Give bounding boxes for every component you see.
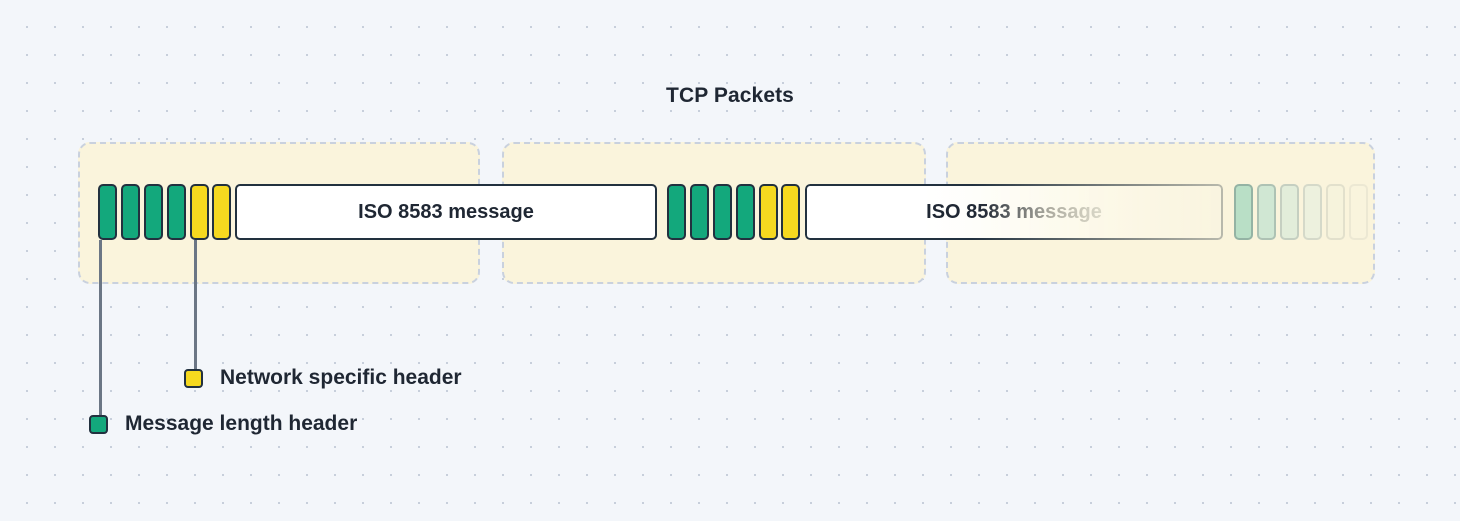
legend-swatch-yellow-icon (184, 368, 203, 388)
message-length-header-bar-faded (1349, 184, 1368, 240)
network-specific-header-bar (190, 184, 209, 240)
message-length-header-bar (690, 184, 709, 240)
iso-message-box-2: ISO 8583 message (805, 184, 1223, 240)
message-length-header-bar-faded (1303, 184, 1322, 240)
message-length-header-bar (667, 184, 686, 240)
message-length-header-bar (167, 184, 186, 240)
message-length-header-bar-faded (1257, 184, 1276, 240)
message-length-header-bar (736, 184, 755, 240)
page-title: TCP Packets (666, 84, 794, 107)
message-length-header-bar (121, 184, 140, 240)
connector-line-network-specific-header (194, 240, 197, 377)
segments-layer: ISO 8583 message ISO 8583 message (0, 184, 1460, 240)
connector-line-message-length-header (99, 240, 102, 423)
iso-message-label: ISO 8583 message (358, 200, 534, 223)
message-length-header-bar-faded (1234, 184, 1253, 240)
legend-label: Network specific header (220, 366, 462, 389)
network-specific-header-bar (759, 184, 778, 240)
legend-item-network-specific-header: Network specific header (184, 366, 462, 390)
legend-swatch-green-icon (89, 414, 108, 434)
legend-label: Message length header (125, 412, 358, 435)
network-specific-header-bar (781, 184, 800, 240)
legend-item-message-length-header: Message length header (89, 412, 357, 436)
message-length-header-bar (144, 184, 163, 240)
message-length-header-bar-faded (1280, 184, 1299, 240)
iso-message-label: ISO 8583 message (926, 200, 1102, 223)
network-specific-header-bar (212, 184, 231, 240)
iso-message-box-1: ISO 8583 message (235, 184, 657, 240)
message-length-header-bar-faded (1326, 184, 1345, 240)
message-length-header-bar (713, 184, 732, 240)
message-length-header-bar (98, 184, 117, 240)
